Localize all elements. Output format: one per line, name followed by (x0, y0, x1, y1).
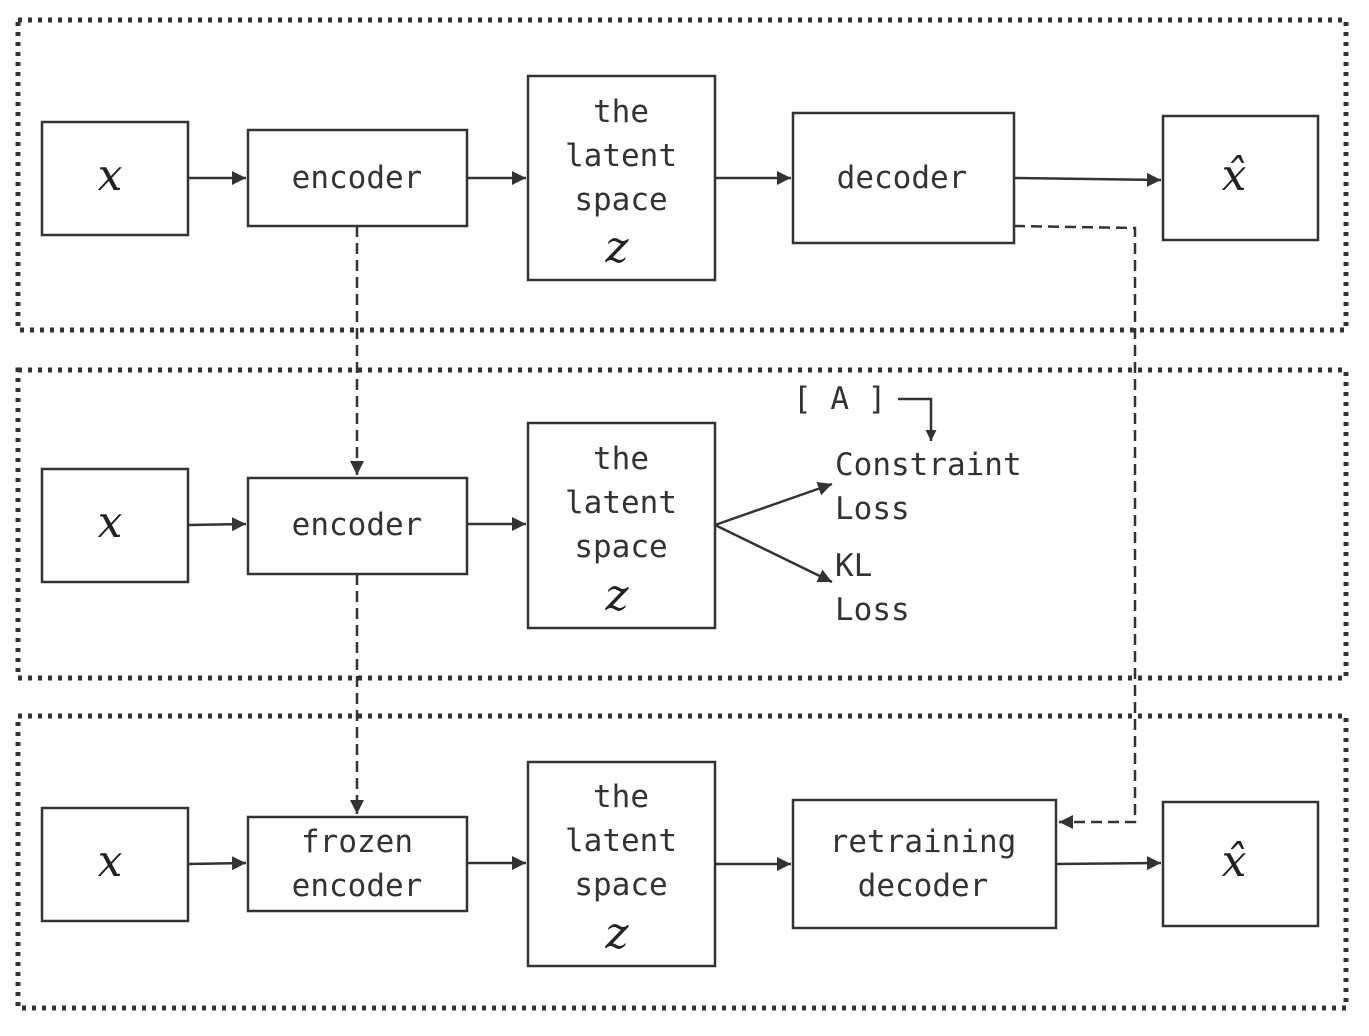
top-output-box: x̂ (1161, 114, 1320, 242)
bottom-latent-line-3: space (574, 867, 667, 903)
middle-encoder-label: encoder (292, 507, 423, 543)
bottom-latent-box: the latent space z (526, 760, 717, 968)
top-latent-box: the latent space z (526, 74, 717, 282)
arrow-bottom-input-to-encoder (187, 856, 247, 871)
dashed-arrow-decoder-weights-to-retraining (1013, 224, 1137, 829)
retraining-decoder-line-1: retraining (830, 824, 1017, 860)
top-latent-symbol: z (604, 222, 629, 273)
top-encoder-box: encoder (246, 128, 469, 228)
middle-latent-line-3: space (574, 529, 667, 565)
middle-input-symbol: x (98, 497, 123, 548)
frozen-encoder-line-2: encoder (292, 868, 423, 904)
middle-encoder-box: encoder (246, 476, 469, 576)
retraining-decoder-line-2: decoder (858, 868, 989, 904)
top-input-box: x (40, 120, 190, 237)
arrow-annotation-to-constraint (898, 397, 937, 441)
middle-latent-line-2: latent (565, 485, 677, 521)
top-latent-line-2: latent (565, 138, 677, 174)
bottom-output-symbol: x̂ (1222, 836, 1247, 887)
middle-latent-box: the latent space z (526, 421, 717, 630)
arrow-latent-to-kl-loss (714, 523, 833, 584)
middle-latent-line-1: the (593, 441, 649, 477)
bottom-output-box: x̂ (1161, 800, 1320, 928)
middle-input-box: x (40, 467, 190, 584)
stage-frame-retraining (15, 713, 1349, 1011)
middle-latent-symbol: z (604, 570, 629, 621)
frozen-encoder-line-1: frozen (301, 824, 413, 860)
bottom-latent-symbol: z (604, 908, 629, 959)
kl-loss-line-2: Loss (835, 592, 910, 628)
constraint-loss-line-1: Constraint (835, 447, 1022, 483)
top-decoder-label: decoder (837, 160, 968, 196)
bottom-input-symbol: x (98, 836, 123, 887)
kl-loss-line-1: KL (835, 548, 872, 584)
top-output-symbol: x̂ (1222, 150, 1247, 201)
constraint-loss-line-2: Loss (835, 491, 910, 527)
bottom-input-box: x (40, 806, 190, 923)
top-decoder-box: decoder (791, 111, 1016, 245)
bottom-latent-line-1: the (593, 779, 649, 815)
top-input-symbol: x (98, 150, 123, 201)
top-latent-line-3: space (574, 182, 667, 218)
top-encoder-label: encoder (292, 160, 423, 196)
stage-frame-constraint (15, 367, 1349, 681)
stage-frame-pretraining (15, 17, 1349, 333)
bottom-frozen-encoder-box: frozen encoder (246, 815, 469, 913)
arrow-middle-input-to-encoder (187, 517, 247, 532)
bottom-retraining-decoder-box: retraining decoder (791, 798, 1058, 930)
top-latent-line-1: the (593, 94, 649, 130)
arrow-top-decoder-to-output (1013, 172, 1162, 187)
arrow-bottom-decoder-to-output (1055, 856, 1162, 871)
arrow-latent-to-constraint-loss (714, 482, 833, 527)
bottom-latent-line-2: latent (565, 823, 677, 859)
annotation-a: [ A ] (793, 381, 886, 417)
